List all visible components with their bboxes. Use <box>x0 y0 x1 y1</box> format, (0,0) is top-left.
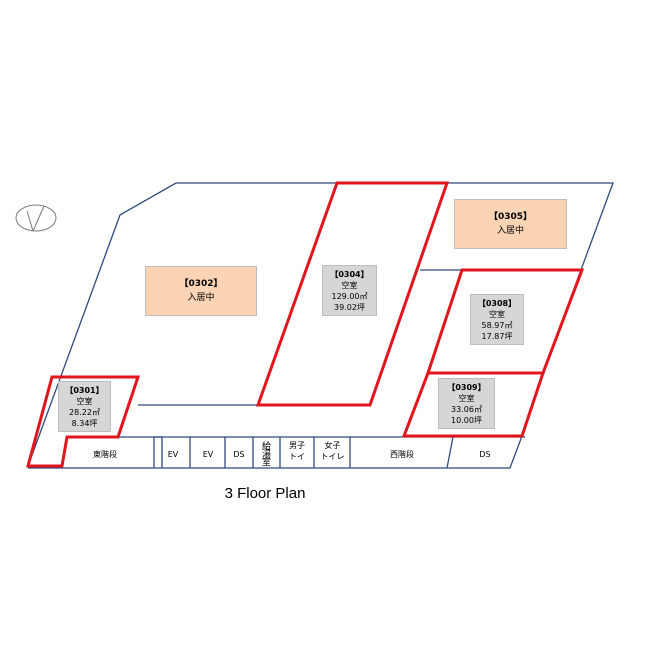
unit-code: 【0304】 <box>330 269 369 279</box>
vacant-unit-outlines <box>26 181 585 468</box>
west-stairs-label: 西階段 <box>390 450 414 459</box>
unit-code: 【0305】 <box>488 212 533 222</box>
unit-0308-label[interactable]: 【0308】 空室 58.97㎡ 17.87坪 <box>470 294 524 345</box>
unit-area-tsubo: 17.87坪 <box>481 331 513 341</box>
unit-area-m2: 58.97㎡ <box>481 320 513 330</box>
unit-code: 【0301】 <box>65 385 104 395</box>
mens-toilet-line-2: トイ <box>289 452 305 461</box>
unit-0309-outline <box>401 371 546 438</box>
unit-status: 空室 <box>458 393 475 403</box>
unit-0309-label[interactable]: 【0309】 空室 33.06㎡ 10.00坪 <box>438 378 495 429</box>
floor-plan-caption: 3 Floor Plan <box>224 485 306 502</box>
unit-status: 入居中 <box>187 293 215 303</box>
unit-status: 入居中 <box>496 226 524 236</box>
mens-toilet-label: 男子 トイ <box>280 440 314 462</box>
north-arrow-icon <box>15 204 57 232</box>
elevator-2-label: EV <box>202 450 214 459</box>
east-stairs-label: 東階段 <box>93 450 117 459</box>
unit-code: 【0309】 <box>447 382 486 392</box>
unit-0304-outline <box>255 181 450 407</box>
ds-1-label: DS <box>233 450 245 459</box>
unit-area-m2: 129.00㎡ <box>331 291 368 301</box>
womens-toilet-label: 女子 トイレ <box>315 440 350 462</box>
unit-0302-label[interactable]: 【0302】 入居中 <box>145 266 257 316</box>
unit-area-tsubo: 8.34坪 <box>71 418 98 428</box>
kyuto-room-label: 給湯室 <box>260 441 270 465</box>
unit-area-m2: 33.06㎡ <box>451 404 482 414</box>
unit-area-tsubo: 39.02坪 <box>334 302 365 312</box>
unit-area-tsubo: 10.00坪 <box>451 415 482 425</box>
womens-toilet-line-1: 女子 <box>324 441 341 450</box>
unit-0301-label[interactable]: 【0301】 空室 28.22㎡ 8.34坪 <box>58 381 111 432</box>
unit-status: 空室 <box>341 280 358 290</box>
mens-toilet-line-1: 男子 <box>289 441 305 450</box>
unit-area-m2: 28.22㎡ <box>69 407 100 417</box>
unit-0301-outline <box>26 375 141 468</box>
unit-status: 空室 <box>489 309 505 319</box>
unit-code: 【0308】 <box>477 298 517 308</box>
unit-0305-label[interactable]: 【0305】 入居中 <box>454 199 567 249</box>
unit-status: 空室 <box>76 396 93 406</box>
unit-code: 【0302】 <box>179 279 223 289</box>
unit-0304-label[interactable]: 【0304】 空室 129.00㎡ 39.02坪 <box>322 265 377 316</box>
elevator-1-label: EV <box>167 450 179 459</box>
womens-toilet-line-2: トイレ <box>320 452 345 461</box>
ds-2-label: DS <box>479 450 491 459</box>
